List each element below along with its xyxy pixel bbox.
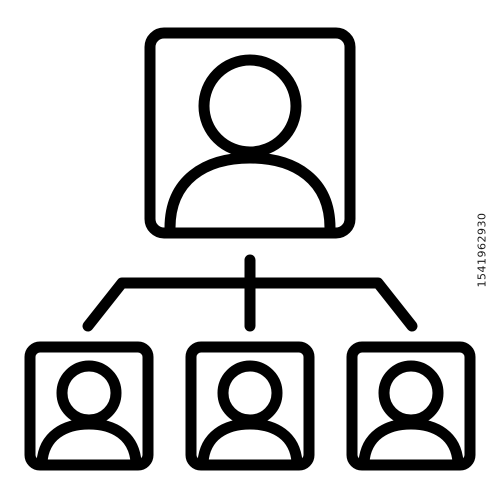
top-person-body (164, 152, 336, 234)
child-middle-person-body (197, 418, 303, 468)
top-person-icon (164, 54, 336, 234)
child-right-person-icon (358, 360, 464, 468)
child-left-person-body (36, 418, 142, 468)
child-node-left (24, 341, 154, 471)
child-node-right (346, 341, 476, 471)
child-node-middle-frame (185, 341, 315, 471)
top-node (144, 27, 356, 239)
child-right-person-head (378, 360, 444, 426)
child-middle-person-icon (197, 360, 303, 468)
top-person-head (198, 54, 302, 158)
top-node-frame (144, 27, 356, 239)
hierarchy-connectors (82, 254, 418, 332)
child-node-left-frame (24, 341, 154, 471)
child-middle-person-head (217, 360, 283, 426)
branch-connector (82, 277, 418, 332)
child-right-person-body (358, 418, 464, 468)
child-node-middle (185, 341, 315, 471)
child-node-right-frame (346, 341, 476, 471)
child-left-person-head (56, 360, 122, 426)
stock-image-id: 1541962930 (475, 212, 489, 288)
child-left-person-icon (36, 360, 142, 468)
